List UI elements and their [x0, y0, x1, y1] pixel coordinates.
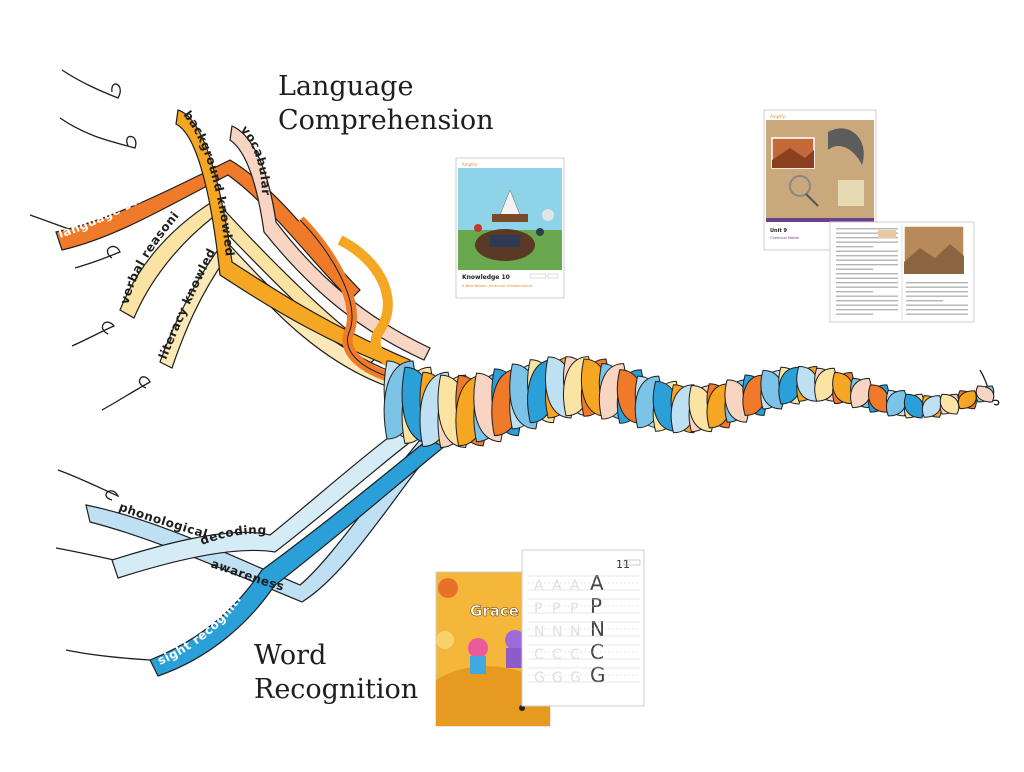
text-line	[836, 286, 898, 288]
text-line	[836, 255, 898, 257]
worksheet-trace-letter: C	[534, 647, 544, 663]
text-line	[836, 295, 898, 297]
word-recognition-heading: Word Recognition	[254, 639, 418, 707]
text-line	[836, 264, 898, 266]
unit-book-subtitle: Chemical Matter	[770, 236, 800, 240]
text-line	[836, 300, 898, 302]
grace-reader-title: Grace	[470, 602, 519, 620]
text-line	[906, 286, 968, 288]
worksheet-trace-letter: P	[570, 601, 578, 617]
braid-segment	[975, 385, 995, 403]
braid-segment	[903, 393, 925, 419]
word-recognition-heading-line-2: Recognition	[254, 674, 419, 705]
text-line	[906, 300, 944, 302]
text-line	[836, 282, 898, 284]
word-recognition-heading-line-1: Word	[254, 640, 327, 671]
text-line	[906, 313, 968, 315]
text-line	[836, 313, 874, 315]
braid-segment	[921, 395, 942, 418]
text-line	[836, 246, 874, 248]
label-literacy-knowledge: literacy knowledge	[0, 0, 218, 361]
worksheet-trace-letter: A	[552, 578, 562, 594]
worksheet-trace-letter: N	[570, 624, 580, 640]
braid-segment	[760, 369, 785, 410]
text-line	[836, 309, 898, 311]
text-line	[836, 241, 898, 243]
worksheet-trace-letter: P	[534, 601, 542, 617]
knowledge-book-subtitle: A New Nation: American Independence	[462, 284, 533, 288]
reader-text-lines-left	[836, 228, 898, 315]
braid-segment	[886, 389, 907, 417]
text-line	[836, 268, 874, 270]
worksheet-trace-letter: G	[570, 670, 581, 686]
language-comprehension-heading: Language Comprehension	[278, 70, 494, 138]
braid-segment	[814, 367, 837, 402]
text-line	[836, 232, 898, 234]
worksheet-trace-letter: N	[534, 624, 544, 640]
reader-spread	[829, 221, 975, 323]
text-line	[906, 309, 968, 311]
worksheet-trace-letter: N	[552, 624, 562, 640]
worksheet-trace-letter: C	[552, 647, 562, 663]
braided-rope	[383, 356, 995, 449]
worksheet-trace-letter: P	[552, 601, 560, 617]
text-line	[836, 291, 874, 293]
worksheet-trace-letter: G	[534, 670, 545, 686]
braid-segment	[939, 393, 960, 415]
worksheet-trace-letter: C	[570, 647, 580, 663]
text-line	[836, 259, 898, 261]
text-line	[836, 304, 898, 306]
unit-book-title: Unit 9	[770, 228, 787, 234]
knowledge-book-title: Knowledge 10	[462, 274, 510, 281]
text-line	[836, 250, 898, 252]
text-line	[906, 304, 968, 306]
braid-segment	[957, 390, 977, 410]
language-comprehension-heading-line-2: Comprehension	[278, 105, 494, 136]
knowledge-book-brand: Amplify	[462, 162, 478, 167]
text-line	[906, 291, 968, 293]
text-line	[836, 277, 898, 279]
unit-book-cover: Amplify Unit 9 Chemical Matter	[763, 109, 877, 251]
knowledge-book-cover: Amplify Knowledge 10 A New Nation: Ameri…	[455, 157, 565, 299]
worksheet-trace-letter: A	[570, 578, 580, 594]
unit-book-brand: Amplify	[770, 114, 786, 119]
reader-text-lines-right	[906, 282, 968, 315]
strand-curls	[29, 69, 1000, 661]
worksheet-trace-letter: G	[552, 670, 563, 686]
worksheet-trace-letter: A	[534, 578, 544, 594]
text-line	[836, 273, 898, 275]
worksheet-page-number: 11	[616, 558, 630, 571]
ribbon-vocabulary	[229, 125, 431, 361]
language-comprehension-ribbons	[55, 109, 432, 389]
language-comprehension-heading-line-1: Language	[278, 71, 414, 102]
text-line	[836, 228, 898, 230]
text-line	[906, 282, 968, 284]
text-line	[906, 295, 968, 297]
text-line	[836, 237, 898, 239]
braid-segment	[850, 377, 872, 409]
